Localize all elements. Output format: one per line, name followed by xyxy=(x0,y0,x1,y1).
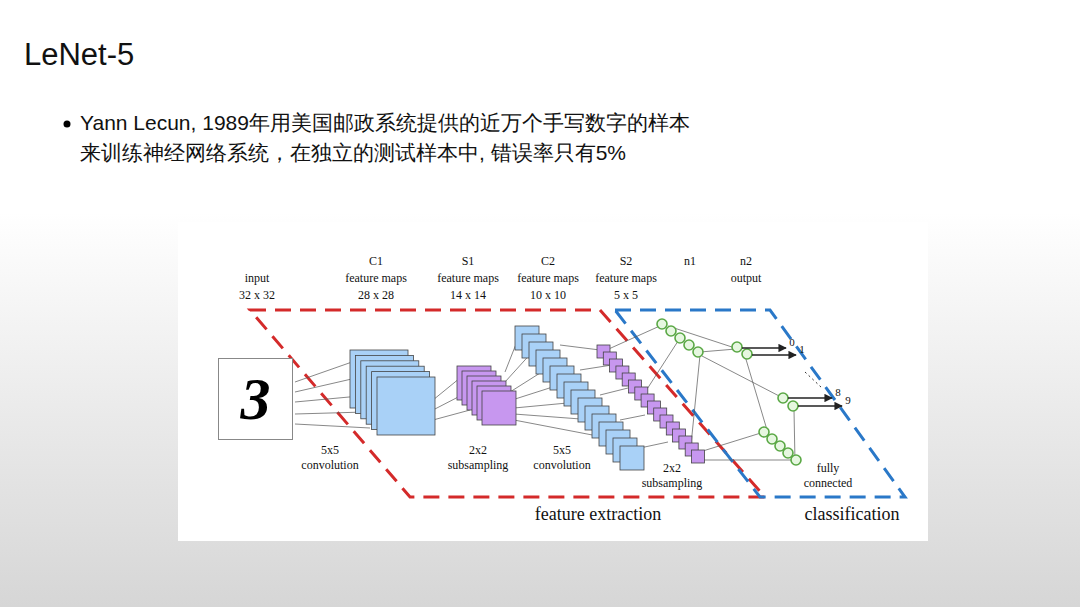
s1-feature-map xyxy=(482,391,516,425)
n2-neuron xyxy=(732,342,742,352)
connection-line xyxy=(295,424,370,428)
layer-caption: feature maps xyxy=(345,271,407,286)
ellipsis-line xyxy=(805,372,822,388)
c1-feature-map xyxy=(377,377,435,435)
n1-neuron xyxy=(666,326,676,336)
layer-size: 5 x 5 xyxy=(614,288,638,303)
n1-neuron xyxy=(657,319,667,329)
operation-label: 5x5 convolution xyxy=(294,443,366,473)
bullet-text: Yann Lecun, 1989年用美国邮政系统提供的近万个手写数字的样本来训练… xyxy=(80,108,695,169)
output-class: 8 xyxy=(835,386,841,400)
n1-neuron xyxy=(693,347,703,357)
n2-neuron xyxy=(788,401,798,411)
layer-name: n1 xyxy=(684,254,696,269)
operation-label: fully connected xyxy=(797,461,859,491)
connection-line xyxy=(702,356,783,398)
connection-line xyxy=(433,378,460,400)
output-arrow xyxy=(742,347,786,348)
layer-caption: output xyxy=(731,271,762,286)
connection-line xyxy=(620,415,645,420)
connection-line xyxy=(580,365,612,370)
operation-label: 5x5 convolution xyxy=(526,443,598,473)
connection-line xyxy=(295,362,352,382)
layer-caption: feature maps xyxy=(517,271,579,286)
input-image: 3 xyxy=(218,358,293,440)
layer-size: 10 x 10 xyxy=(530,288,566,303)
connection-line xyxy=(295,412,365,414)
operation-label: 2x2 subsampling xyxy=(636,461,708,491)
connection-line xyxy=(668,326,735,348)
layer-name: S1 xyxy=(462,254,475,269)
output-arrow xyxy=(752,354,796,355)
connection-line xyxy=(700,349,736,352)
connection-line xyxy=(600,388,628,395)
diagram-panel xyxy=(178,222,928,541)
c2-feature-map xyxy=(620,446,644,470)
connection-line xyxy=(745,356,770,440)
output-class: 1 xyxy=(799,343,805,357)
n1-neuron xyxy=(675,333,685,343)
region-label: feature extraction xyxy=(535,503,661,526)
layer-caption: feature maps xyxy=(595,271,657,286)
layer-size: 28 x 28 xyxy=(358,288,394,303)
connection-line xyxy=(295,378,356,392)
layer-name: C2 xyxy=(541,254,555,269)
layer-size: 32 x 32 xyxy=(239,288,275,303)
layer-size: 14 x 14 xyxy=(450,288,486,303)
layer-caption: feature maps xyxy=(437,271,499,286)
region-label: classification xyxy=(805,503,900,526)
connection-line xyxy=(602,325,662,352)
n2-neuron xyxy=(778,393,788,403)
feature-extraction-region xyxy=(250,310,765,497)
output-arrow xyxy=(788,397,832,398)
connection-line xyxy=(794,410,795,462)
bullet-dot xyxy=(64,121,71,128)
s2-feature-map xyxy=(692,450,705,463)
n1-neuron xyxy=(684,340,694,350)
slide-title: LeNet-5 xyxy=(24,36,134,75)
connection-line xyxy=(560,345,600,350)
connection-line xyxy=(700,460,796,461)
handwritten-digit: 3 xyxy=(241,369,271,429)
layer-name: input xyxy=(245,271,270,286)
classification-region xyxy=(615,310,905,497)
layer-name: C1 xyxy=(369,254,383,269)
output-class: 0 xyxy=(789,336,795,350)
output-arrow xyxy=(798,405,842,406)
layer-name: n2 xyxy=(740,254,752,269)
layer-name: S2 xyxy=(620,254,633,269)
operation-label: 2x2 subsampling xyxy=(442,443,514,473)
n2-neuron xyxy=(742,349,752,359)
connection-line xyxy=(433,410,470,420)
output-class: 9 xyxy=(845,394,851,408)
n1-neuron xyxy=(791,455,801,465)
